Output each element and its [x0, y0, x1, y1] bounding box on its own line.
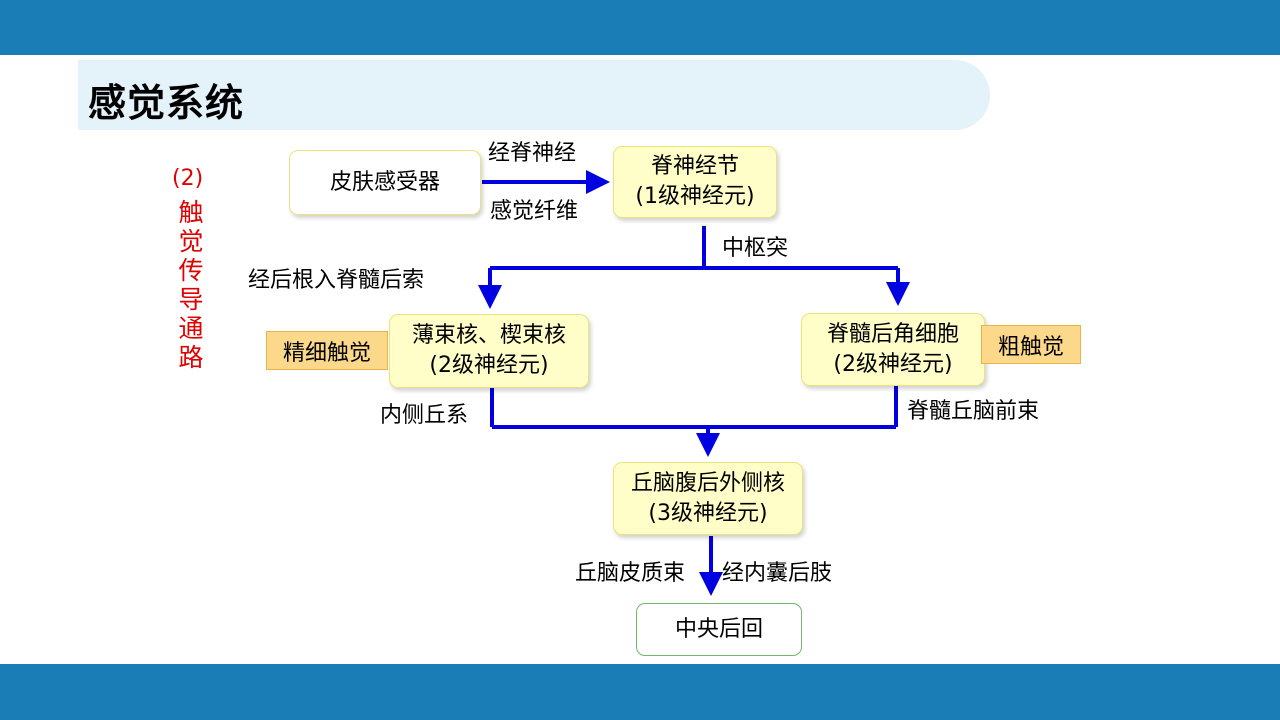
tag-fine-touch: 精细触觉 [266, 331, 388, 370]
node-dorsal-horn: 脊髓后角细胞 (2级神经元) [801, 313, 985, 386]
slide-title: 感觉系统 [88, 81, 245, 125]
label-spinothalamic-anterior: 脊髓丘脑前束 [907, 399, 1040, 424]
node-sublabel: (1级神经元) [635, 184, 755, 209]
label-thalamocortical: 丘脑皮质束 [575, 561, 686, 586]
footer-bar [0, 664, 1280, 720]
label-internal-capsule: 经内囊后肢 [722, 561, 833, 586]
node-gracile-cuneate: 薄束核、楔束核 (2级神经元) [389, 314, 589, 388]
node-skin-receptor: 皮肤感受器 [289, 150, 481, 215]
node-sublabel: (2级神经元) [429, 353, 549, 378]
label-dorsal-root-column: 经后根入脊髓后索 [248, 268, 425, 293]
node-label: 脊髓后角细胞 [826, 321, 959, 347]
node-sublabel: (3级神经元) [648, 500, 768, 526]
node-sublabel: (2级神经元) [833, 351, 953, 377]
header-bar [0, 0, 1280, 55]
node-postcentral-gyrus: 中央后回 [636, 603, 802, 656]
title-band-cap [918, 60, 990, 130]
section-title: 触觉传导通路 [178, 198, 204, 372]
node-label: 脊神经节 [650, 154, 739, 179]
node-vpl-thalamus: 丘脑腹后外侧核 (3级神经元) [613, 462, 803, 535]
section-number: (2) [172, 166, 204, 191]
title-band [78, 60, 958, 130]
node-spinal-ganglion: 脊神经节 (1级神经元) [613, 146, 777, 218]
label-medial-lemniscus: 内侧丘系 [380, 403, 469, 428]
node-label: 薄束核、楔束核 [411, 323, 566, 348]
label-sensory-fiber: 感觉纤维 [490, 199, 579, 224]
label-via-spinal-nerve: 经脊神经 [488, 141, 577, 166]
label-central-process: 中枢突 [722, 236, 789, 261]
node-label: 丘脑腹后外侧核 [630, 470, 785, 496]
tag-coarse-touch: 粗触觉 [981, 325, 1081, 364]
